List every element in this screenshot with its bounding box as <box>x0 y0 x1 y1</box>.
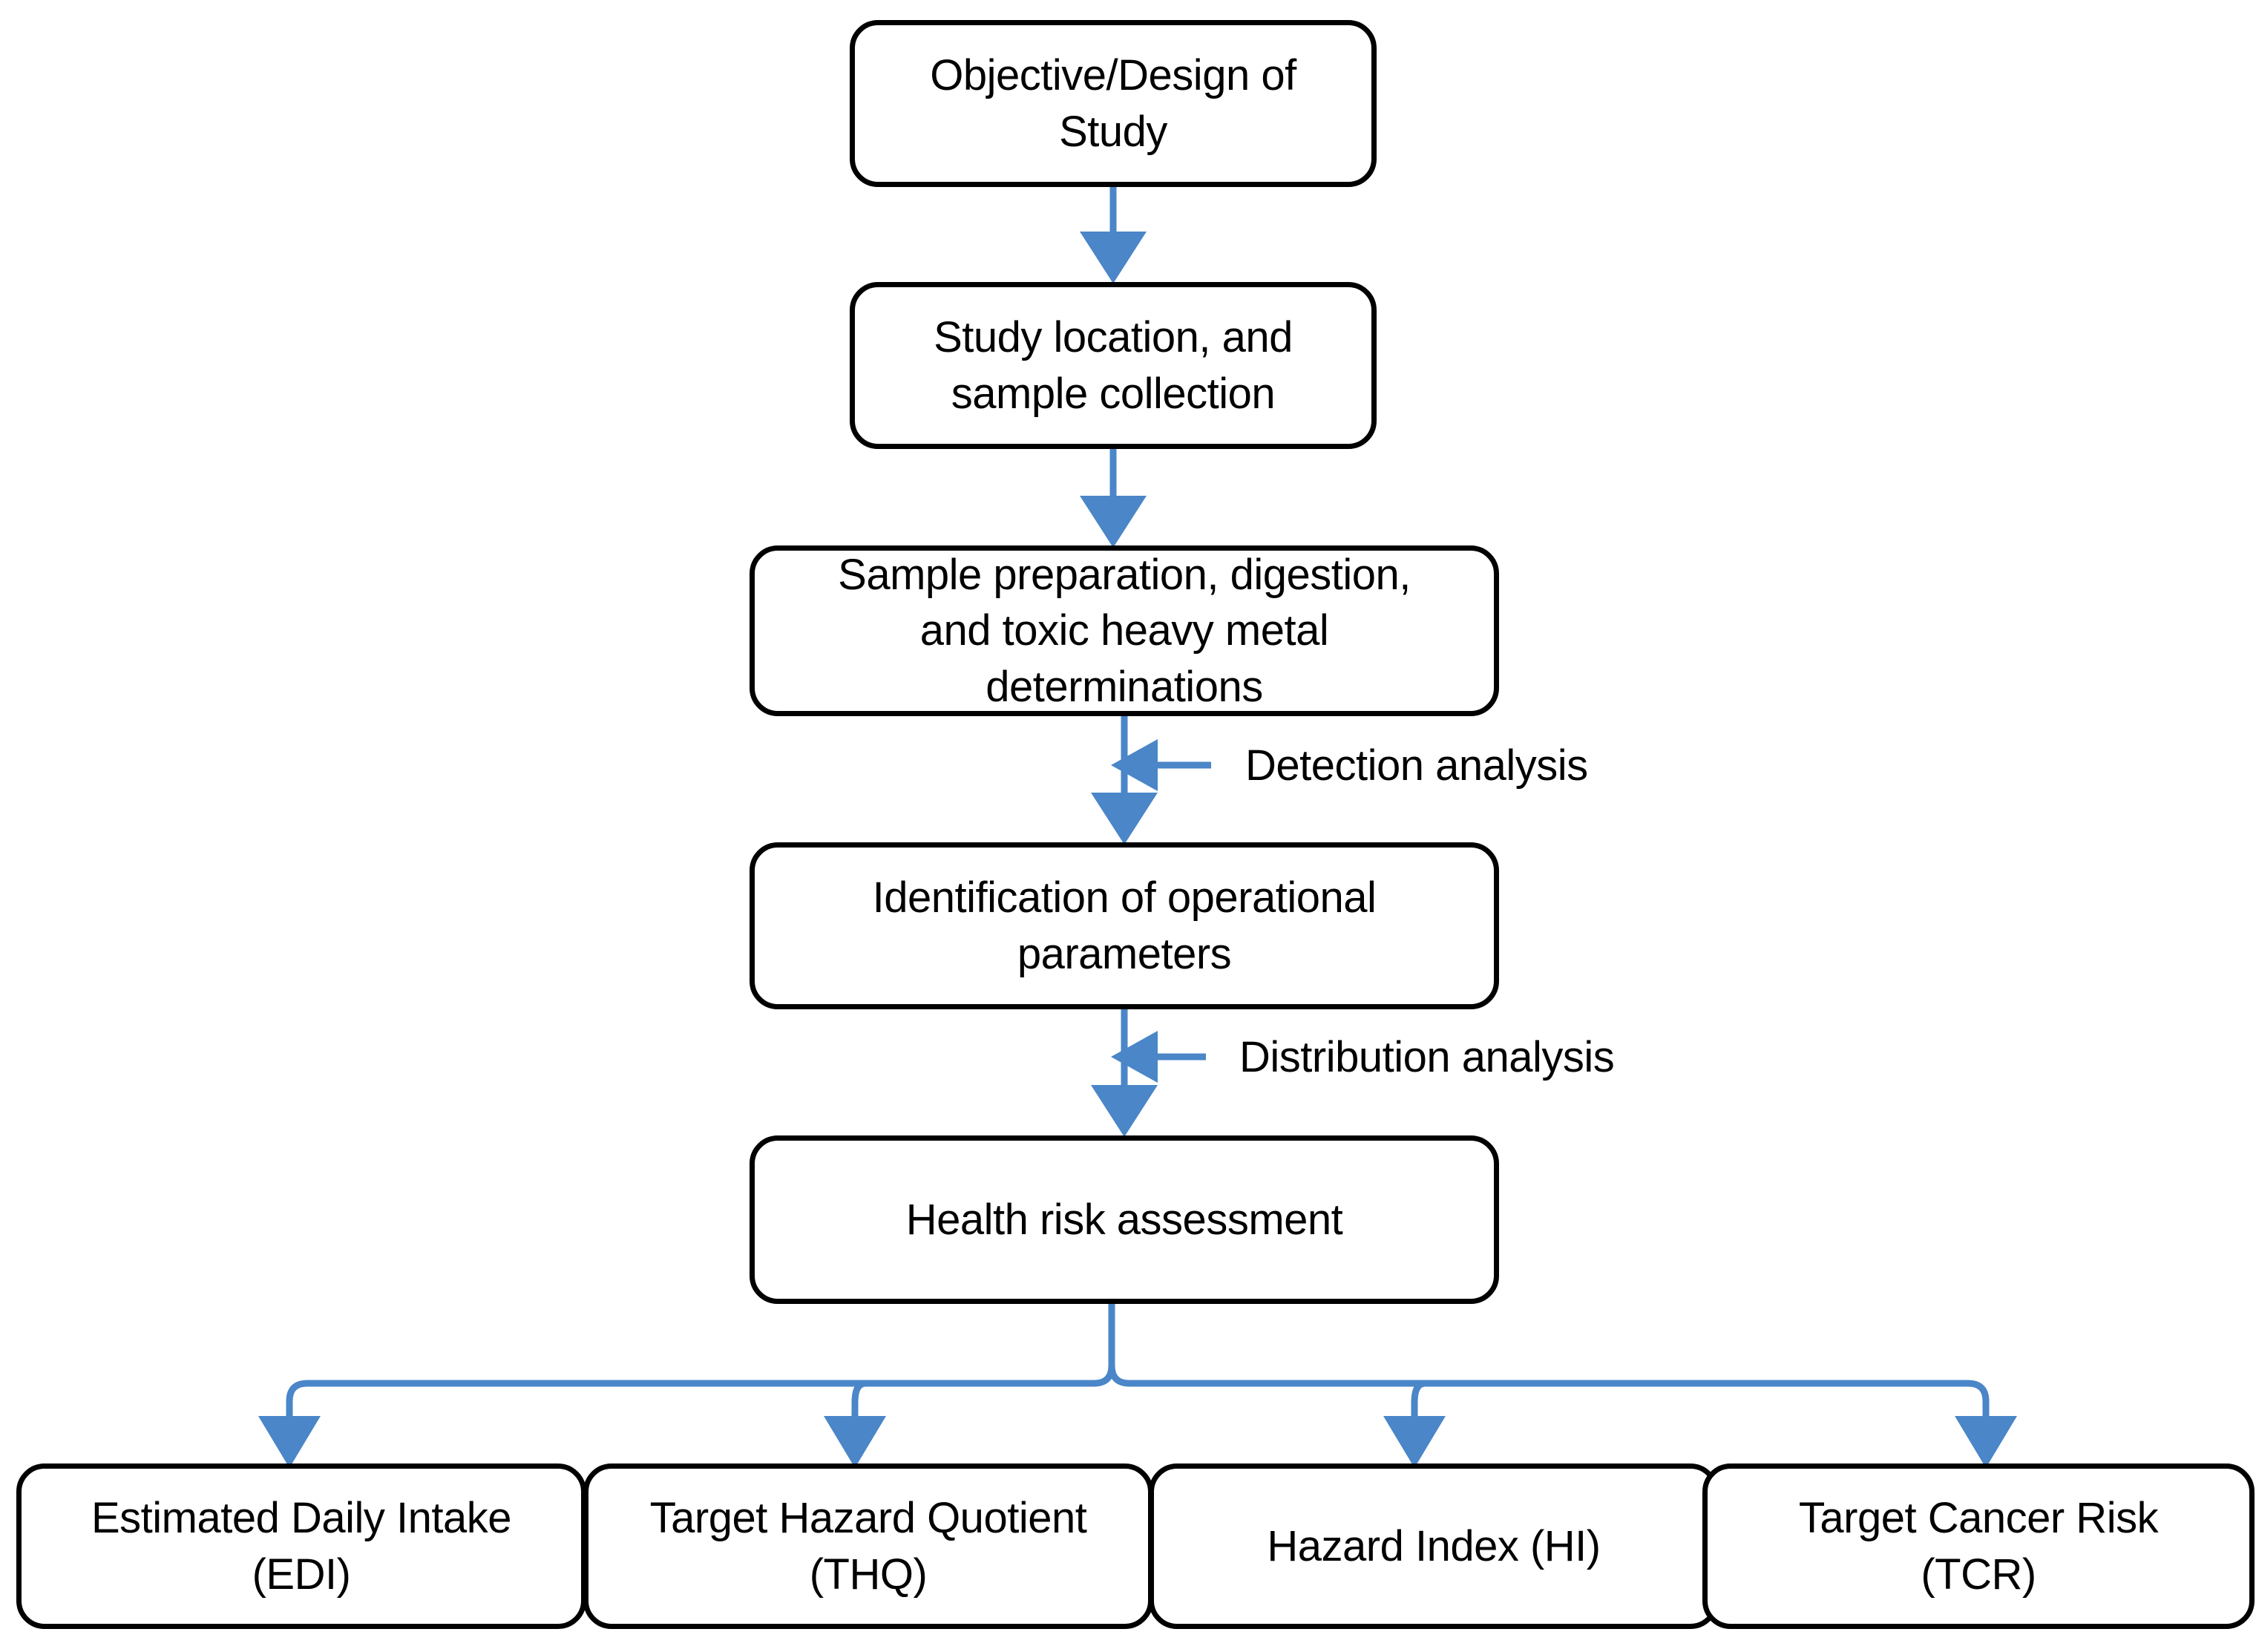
node-estimated-daily-intake[interactable]: Estimated Daily Intake (EDI) <box>16 1463 586 1629</box>
node-sample-preparation-digestion[interactable]: Sample preparation, digestion, and toxic… <box>750 545 1499 716</box>
node-identification-operational-parameters[interactable]: Identification of operational parameters <box>750 842 1499 1009</box>
node-objective-line1: Objective/Design of <box>930 51 1296 100</box>
node-target-cancer-risk[interactable]: Target Cancer Risk (TCR) <box>1702 1463 2255 1629</box>
edge-label-distribution-analysis: Distribution analysis <box>1239 1033 1615 1081</box>
node-target-hazard-quotient[interactable]: Target Hazard Quotient (THQ) <box>583 1463 1153 1629</box>
node-thq-line1: Target Hazard Quotient <box>649 1494 1087 1543</box>
node-params-line1: Identification of operational <box>872 873 1377 922</box>
node-health-risk-assessment[interactable]: Health risk assessment <box>750 1135 1499 1304</box>
node-prep-line2: and toxic heavy metal <box>919 606 1329 655</box>
node-objective-design-of-study[interactable]: Objective/Design of Study <box>850 20 1377 187</box>
node-location-line1: Study location, and <box>934 313 1293 362</box>
node-hi-line1: Hazard Index (HI) <box>1267 1521 1601 1570</box>
node-objective-line2: Study <box>1059 107 1167 156</box>
node-tcr-line2: (TCR) <box>1921 1550 2036 1599</box>
node-prep-line1: Sample preparation, digestion, <box>838 550 1411 599</box>
node-edi-line2: (EDI) <box>252 1550 351 1599</box>
node-location-line2: sample collection <box>951 369 1276 418</box>
node-params-line2: parameters <box>1017 929 1232 978</box>
node-edi-line1: Estimated Daily Intake <box>91 1494 512 1543</box>
node-risk-line1: Health risk assessment <box>905 1195 1343 1244</box>
node-study-location-sample-collection[interactable]: Study location, and sample collection <box>850 282 1377 449</box>
node-tcr-line1: Target Cancer Risk <box>1798 1494 2159 1543</box>
node-hazard-index[interactable]: Hazard Index (HI) <box>1149 1463 1719 1629</box>
node-thq-line2: (THQ) <box>809 1550 928 1599</box>
node-prep-line3: determinations <box>986 662 1263 711</box>
edge-label-detection-analysis: Detection analysis <box>1245 741 1588 790</box>
